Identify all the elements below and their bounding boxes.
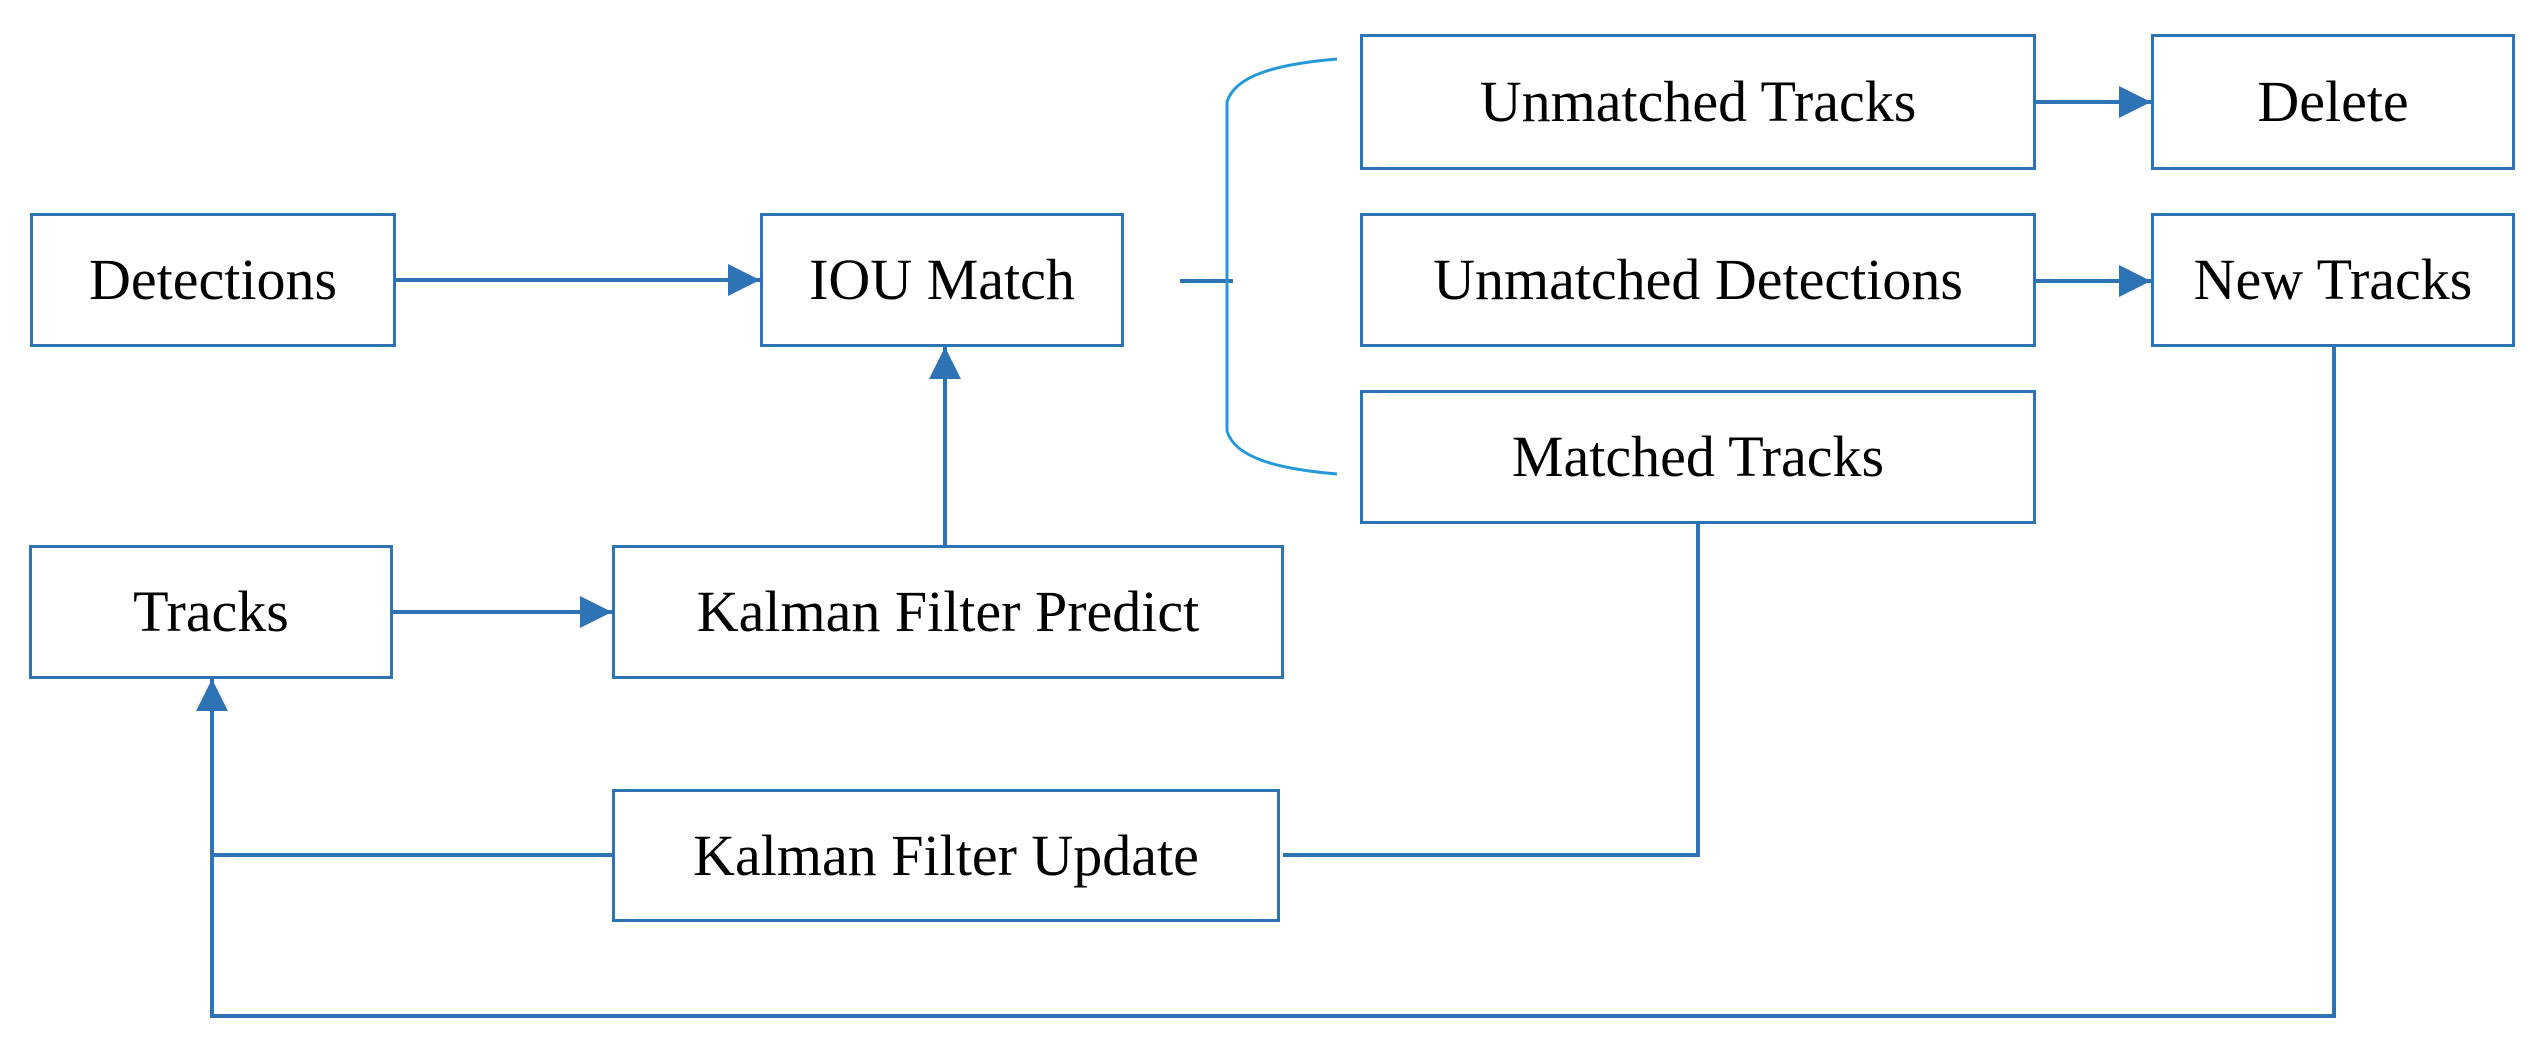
node-label: IOU Match	[809, 247, 1075, 312]
edge-new-tracks-loop-to-tracks	[196, 347, 2336, 1018]
node-iou-match: IOU Match	[760, 213, 1124, 347]
node-label: New Tracks	[2193, 247, 2473, 312]
node-label: Unmatched Detections	[1433, 247, 1963, 312]
node-label: Detections	[88, 247, 338, 312]
node-label: Delete	[2257, 69, 2409, 134]
match-outcomes-brace	[1225, 57, 1338, 476]
node-kalman-filter-update: Kalman Filter Update	[612, 789, 1280, 922]
node-delete: Delete	[2151, 34, 2515, 170]
node-label: Tracks	[133, 579, 289, 644]
node-unmatched-tracks: Unmatched Tracks	[1360, 34, 2036, 170]
node-label: Matched Tracks	[1511, 424, 1885, 489]
node-detections: Detections	[30, 213, 396, 347]
node-tracks: Tracks	[29, 545, 393, 679]
node-label: Unmatched Tracks	[1479, 69, 1917, 134]
node-label: Kalman Filter Predict	[696, 579, 1200, 644]
node-matched-tracks: Matched Tracks	[1360, 390, 2036, 524]
node-label: Kalman Filter Update	[693, 822, 1199, 888]
node-new-tracks: New Tracks	[2151, 213, 2515, 347]
node-kalman-filter-predict: Kalman Filter Predict	[612, 545, 1284, 679]
edge-matched-tracks-to-kalman-update	[1283, 524, 1700, 857]
node-unmatched-detections: Unmatched Detections	[1360, 213, 2036, 347]
